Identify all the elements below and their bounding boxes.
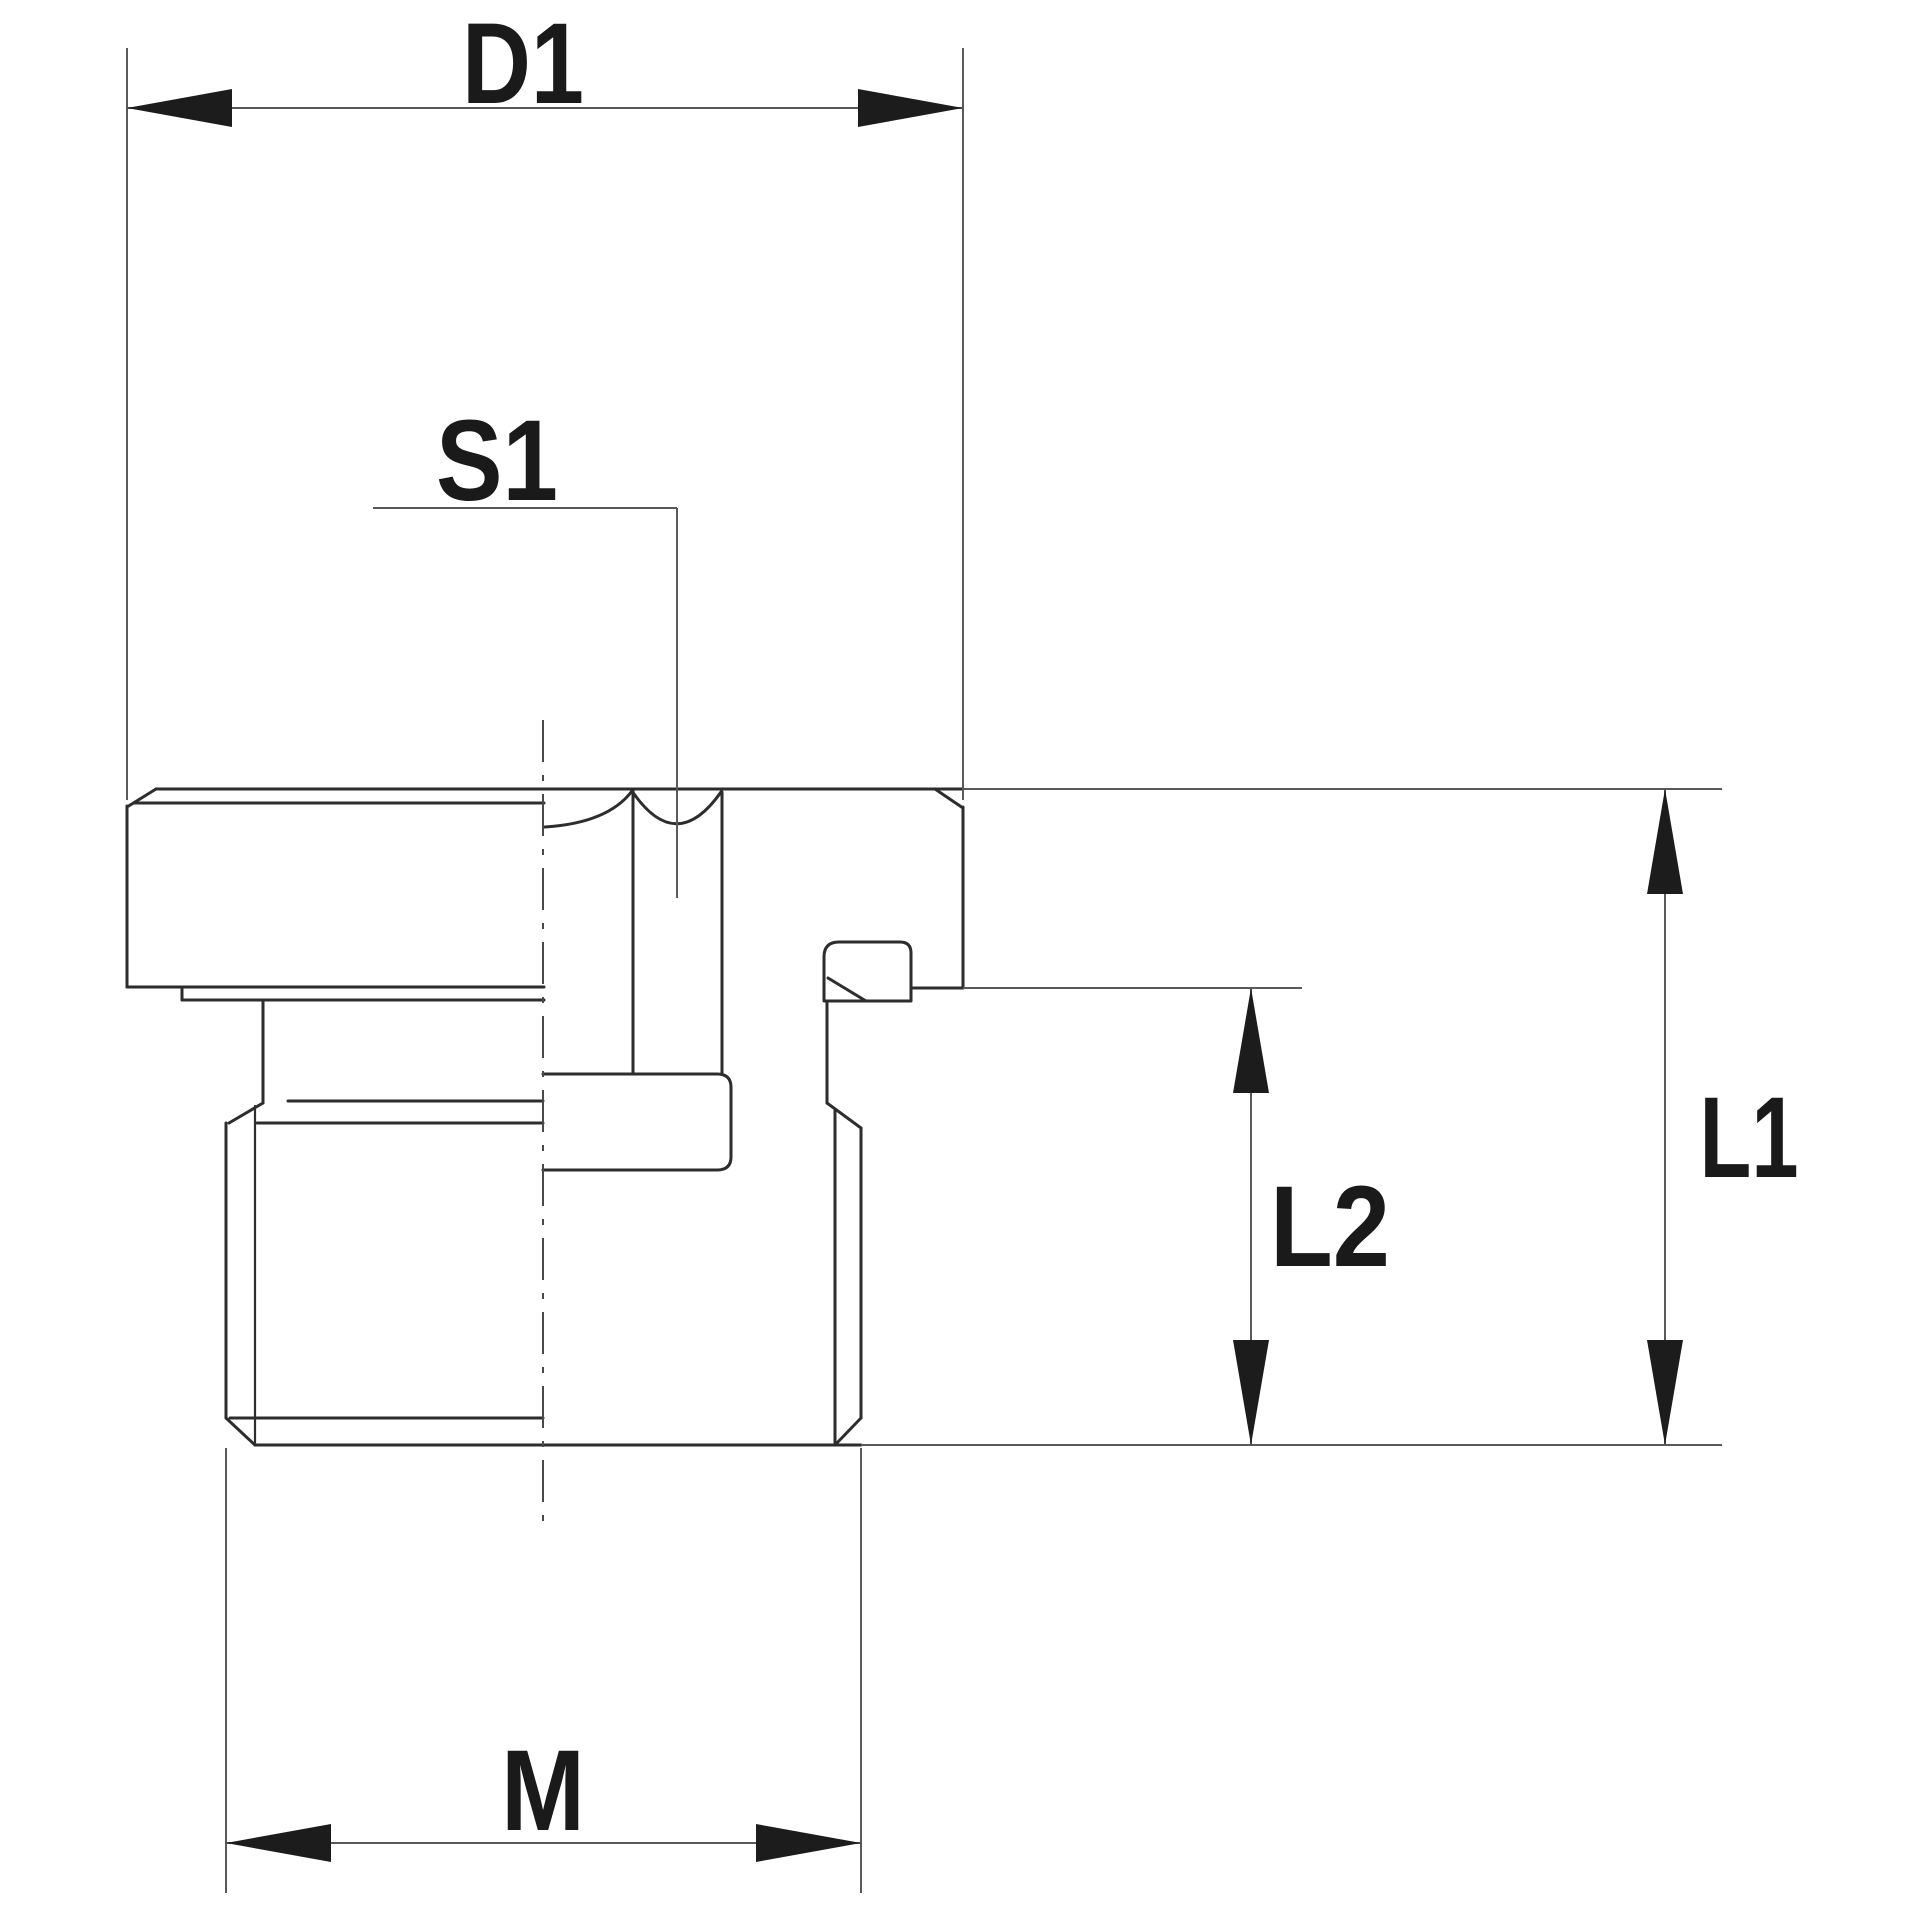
threaded-stud [224, 1104, 863, 1447]
dimension-d1: D1 [126, 0, 964, 800]
m-arrow-right-icon [756, 1824, 861, 1862]
dimension-m: M [225, 1448, 862, 1893]
d1-arrow-right-icon [858, 89, 963, 127]
undercut-right-chamfer [825, 1101, 863, 1130]
thread-tip-chamfer-left [224, 1416, 257, 1447]
thread-undercut [227, 998, 863, 1130]
captive-seal-ring [822, 940, 913, 1003]
hex-top-left-chamfer [125, 787, 158, 809]
undercut-left-chamfer [227, 1101, 265, 1125]
l2-arrow-up-icon [1233, 988, 1269, 1093]
m-arrow-left-icon [226, 1824, 331, 1862]
d1-arrow-left-icon [127, 89, 232, 127]
label-s1: S1 [373, 397, 678, 898]
m-label: M [501, 1727, 585, 1855]
l1-arrow-down-icon [1647, 1340, 1683, 1445]
dimension-l1: L1 [861, 788, 1799, 1446]
seal-ring-chamfer [826, 976, 868, 1003]
hex-face-arc-left [543, 789, 634, 829]
s1-label: S1 [436, 397, 558, 525]
dimension-l2: L2 [963, 987, 1390, 1445]
l2-arrow-down-icon [1233, 1340, 1269, 1445]
l2-label: L2 [1270, 1163, 1390, 1291]
part-outline [125, 787, 965, 1447]
d1-label: D1 [462, 0, 584, 128]
l1-arrow-up-icon [1647, 789, 1683, 894]
l1-label: L1 [1700, 1074, 1799, 1202]
thread-tip-chamfer-right [833, 1416, 863, 1447]
hex-top-right-chamfer [933, 787, 965, 810]
hex-head [125, 787, 965, 1076]
seal-ring-outline [822, 940, 913, 1003]
internal-recess-outline [541, 1072, 733, 1172]
washer-face [180, 985, 546, 1002]
